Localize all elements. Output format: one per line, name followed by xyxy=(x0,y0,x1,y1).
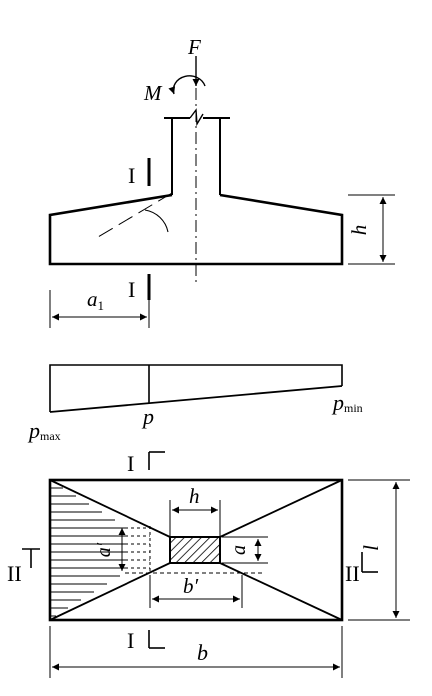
angle-arc xyxy=(144,209,169,233)
plan-view: h a a′ b′ l b I I II II xyxy=(7,451,410,678)
p-label: p xyxy=(141,404,154,429)
trapezoid-hatch-lines xyxy=(50,487,125,617)
diag-bottom-right xyxy=(219,562,343,621)
column-section xyxy=(169,536,221,564)
pressure-slope-line xyxy=(49,385,343,413)
plan-section-2-label-right: II xyxy=(345,561,360,586)
force-label: F xyxy=(187,35,201,59)
pressure-outline xyxy=(49,364,343,412)
elevation-view: F M I I h a1 xyxy=(48,35,395,328)
plan-section-1-label-top: I xyxy=(127,451,134,476)
p-min-label: pmin xyxy=(331,390,363,415)
b-prime-label: b′ xyxy=(183,574,199,598)
diag-top-right xyxy=(219,479,343,538)
plan-section-1-label-bottom: I xyxy=(127,628,134,653)
height-label: h xyxy=(347,225,371,236)
diag-top-left xyxy=(49,479,171,538)
a-prime-label: a′ xyxy=(93,542,115,557)
col-a-label: a xyxy=(228,545,250,555)
width-b-label: b xyxy=(197,640,208,665)
moment-arrow xyxy=(168,75,206,95)
p-max-label: pmax xyxy=(27,418,61,443)
punching-cone-line xyxy=(97,192,173,238)
section-1-label-top: I xyxy=(128,163,135,188)
pressure-diagram: pmax p pmin xyxy=(27,364,363,443)
moment-label: M xyxy=(143,81,163,105)
col-h-label: h xyxy=(189,484,200,508)
dashed-extension-lines xyxy=(125,526,151,573)
plan-section-2-label-left: II xyxy=(7,561,22,586)
section-1-label-bottom: I xyxy=(128,277,135,302)
a1-label: a1 xyxy=(87,287,104,313)
length-l-label: l xyxy=(359,545,383,551)
base-outline xyxy=(48,478,344,622)
